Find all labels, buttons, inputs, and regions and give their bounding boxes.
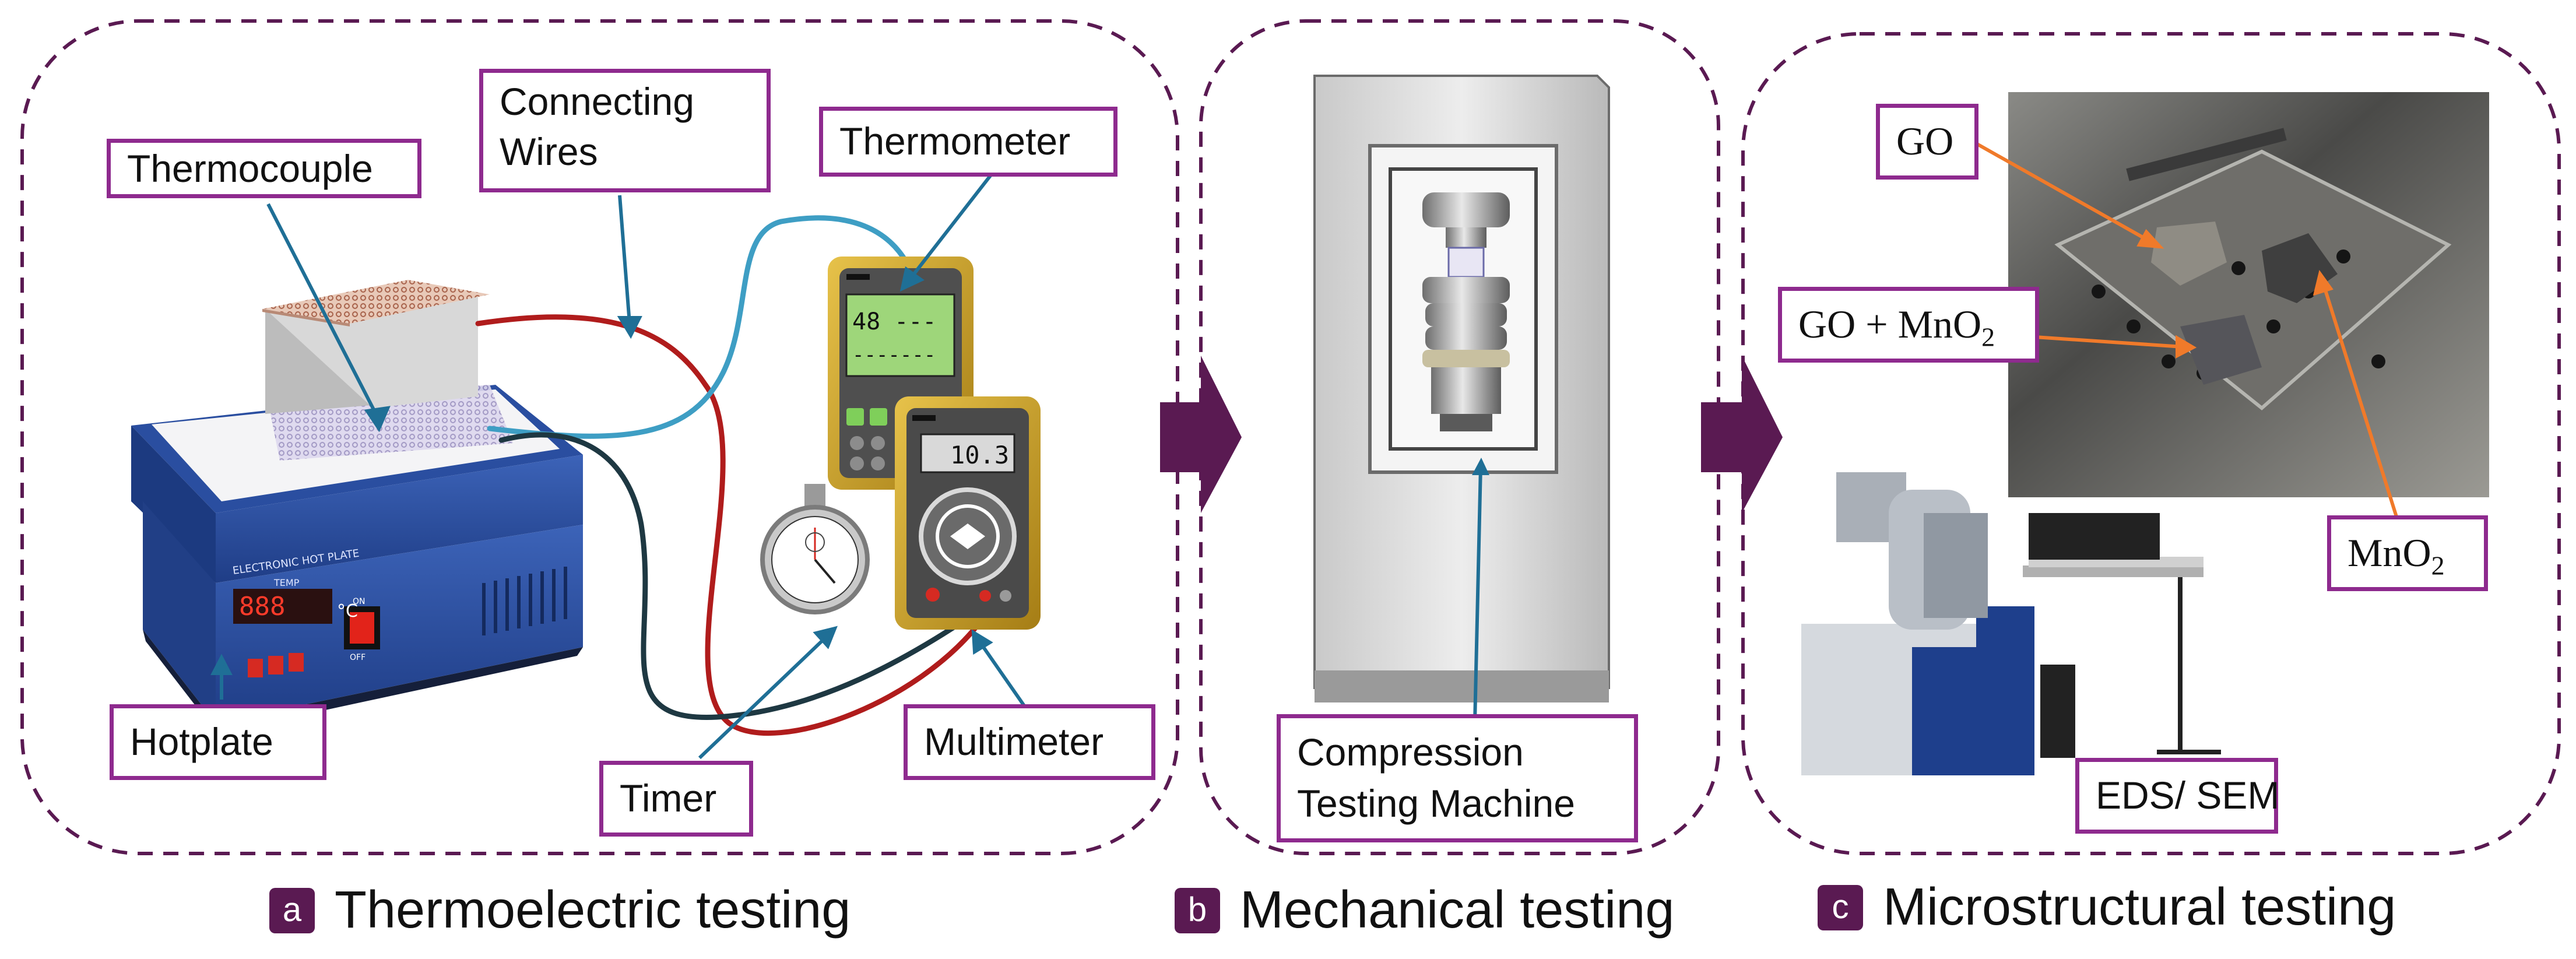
flow-arrow-a-to-b [1160, 356, 1242, 513]
go-mno2-subscript: 2 [1981, 322, 1995, 352]
caption-a: a Thermoelectric testing [269, 880, 851, 940]
connecting-wires [475, 215, 994, 736]
sample-photo [2008, 92, 2489, 497]
hotplate-temp: TEMP [273, 577, 300, 588]
hotplate-on: ON [353, 597, 366, 606]
hotplate-unit: °C [337, 601, 358, 621]
multimeter-device: 10.3 [895, 396, 1041, 630]
thermometer-display: 48 --- [852, 308, 937, 335]
caption-a-text: Thermoelectric testing [335, 881, 851, 939]
hotplate-off: OFF [350, 653, 366, 662]
go-label: GO [1876, 104, 1978, 180]
timer-label: Timer [599, 761, 753, 837]
compression-machine-label: Compression Testing Machine [1277, 714, 1638, 842]
stopwatch-icon [760, 484, 870, 614]
thermometer-display-line2: ------- [852, 343, 936, 367]
multimeter-label: Multimeter [904, 704, 1155, 780]
multimeter-display: 10.3 [950, 441, 1009, 469]
compression-testing-machine [1313, 75, 1610, 723]
connecting-wires-line1: Connecting [500, 80, 694, 123]
svg-text:888: 888 [239, 592, 285, 621]
panel-a-pointers [210, 174, 1028, 760]
connecting-wires-label: Connecting Wires [479, 69, 771, 192]
go-mno2-label: GO + MnO2 [1778, 287, 2039, 363]
caption-b: b Mechanical testing [1175, 880, 1674, 940]
connecting-wires-line2: Wires [500, 130, 598, 173]
caption-c-text: Microstructural testing [1883, 878, 2396, 936]
thermoelectric-sample [262, 280, 513, 461]
eds-sem-label: EDS/ SEM [2075, 758, 2279, 834]
panel-a-frame [20, 19, 1179, 855]
panel-c-pointers [1974, 141, 2403, 534]
caption-b-text: Mechanical testing [1240, 881, 1675, 939]
mno2-subscript: 2 [2431, 550, 2445, 581]
go-mno2-text: GO + MnO [1798, 302, 1982, 346]
compression-machine-line1: Compression [1297, 730, 1524, 774]
mno2-label: MnO2 [2327, 515, 2488, 591]
thermocouple-label: Thermocouple [107, 139, 421, 198]
mno2-text: MnO [2347, 531, 2431, 575]
hotplate-label: Hotplate [110, 704, 326, 780]
thermometer-label: Thermometer [819, 107, 1117, 177]
caption-c: c Microstructural testing [1818, 877, 2396, 937]
caption-a-badge: a [269, 887, 315, 933]
caption-c-badge: c [1818, 884, 1863, 930]
caption-b-badge: b [1175, 887, 1220, 933]
sem-instrument [1801, 472, 2221, 775]
compression-machine-line2: Testing Machine [1297, 782, 1575, 825]
flow-arrow-b-to-c [1701, 356, 1783, 513]
